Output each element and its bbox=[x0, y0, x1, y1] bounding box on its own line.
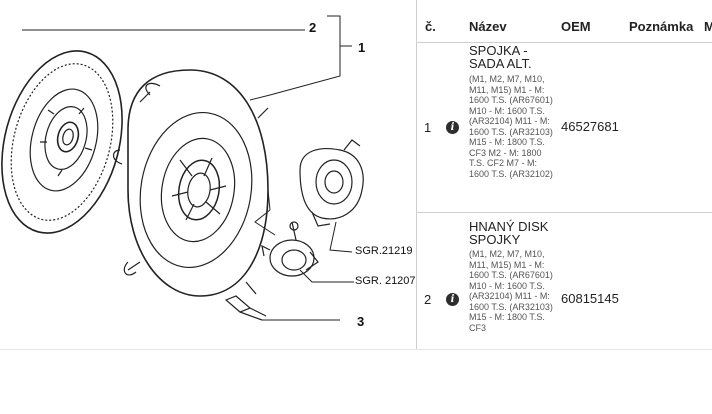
row-number: 1 bbox=[424, 120, 432, 135]
bottom-border bbox=[0, 349, 712, 350]
clutch-drawing bbox=[1, 15, 364, 321]
pressure-plate-drawing bbox=[112, 69, 269, 297]
part-name: SPOJKA - SADA ALT. bbox=[469, 43, 532, 71]
table-row[interactable]: 2 i HNANÝ DISK SPOJKY (M1, M2, M7, M10, … bbox=[417, 213, 712, 350]
header-num: č. bbox=[425, 19, 436, 34]
info-icon[interactable]: i bbox=[446, 121, 459, 134]
oem-number[interactable]: 46527681 bbox=[561, 119, 619, 134]
table-header: č. Název OEM Poznámka M bbox=[417, 0, 712, 43]
header-note: Poznámka bbox=[629, 19, 694, 34]
part-name: HNANÝ DISK SPOJKY bbox=[469, 219, 549, 247]
part-description: (M1, M2, M7, M10, M11, M15) M1 - M: 1600… bbox=[469, 74, 553, 179]
table-row[interactable]: 1 i SPOJKA - SADA ALT. (M1, M2, M7, M10,… bbox=[417, 43, 712, 213]
callout-3: 3 bbox=[357, 314, 365, 329]
oem-number[interactable]: 60815145 bbox=[561, 291, 619, 306]
info-icon[interactable]: i bbox=[446, 293, 459, 306]
slave-cylinder-drawing bbox=[261, 221, 319, 277]
header-extra: M bbox=[704, 19, 712, 34]
clutch-disc-drawing bbox=[1, 50, 123, 234]
exploded-parts-diagram: 2 1 3 SGR.21219 SGR. 21207 bbox=[0, 0, 416, 350]
callout-1: 1 bbox=[358, 40, 366, 55]
bolt-drawing bbox=[224, 295, 267, 321]
callout-2: 2 bbox=[309, 20, 317, 35]
release-bearing-drawing bbox=[299, 139, 364, 227]
row-number: 2 bbox=[424, 292, 432, 307]
header-oem: OEM bbox=[561, 19, 591, 34]
parts-table: č. Název OEM Poznámka M 1 i SPOJKA - SAD… bbox=[417, 0, 712, 350]
ref-sgr-21207: SGR. 21207 bbox=[355, 275, 416, 287]
ref-sgr-21219: SGR.21219 bbox=[355, 245, 413, 257]
part-description: (M1, M2, M7, M10, M11, M15) M1 - M: 1600… bbox=[469, 249, 553, 333]
header-name: Název bbox=[469, 19, 507, 34]
panel-divider bbox=[416, 0, 417, 350]
